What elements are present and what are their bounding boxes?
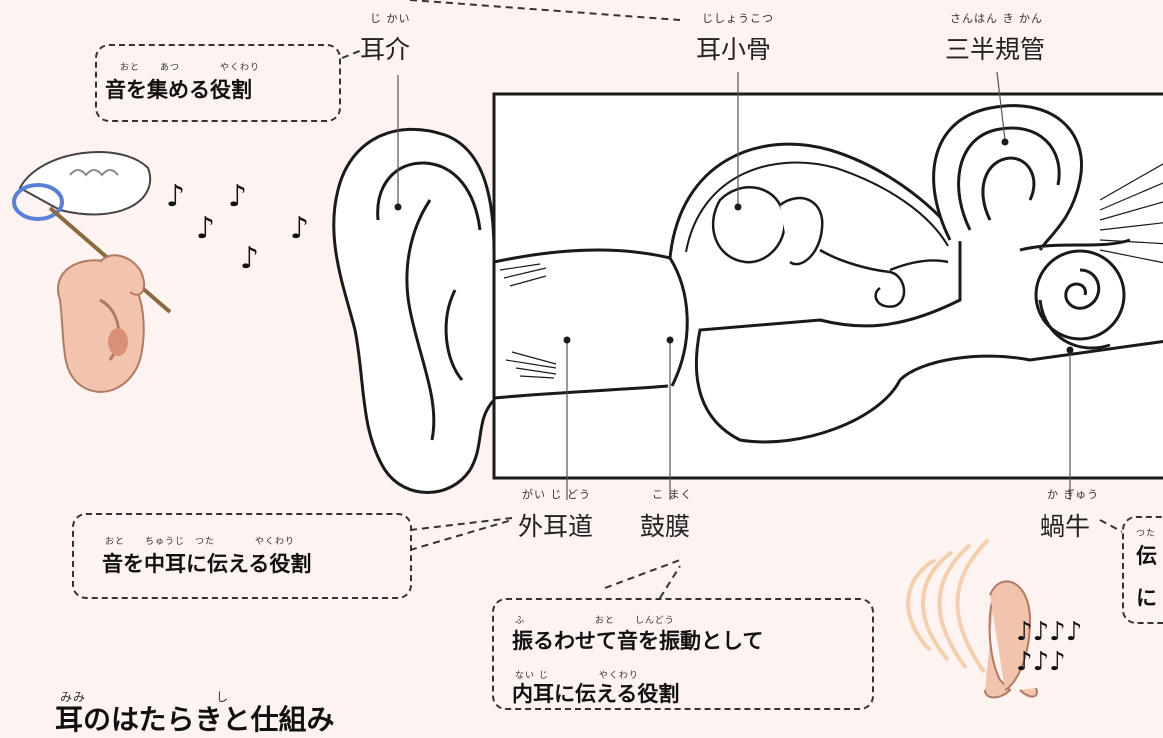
music-note-icon: ♪ ♪ ♪ ♪ ♪: [166, 179, 309, 276]
speaker-waves-icon: [906, 538, 990, 674]
svg-text:♪♪♪♪: ♪♪♪♪: [1016, 617, 1082, 647]
footer-title: 耳のはたらきと仕組み: [55, 703, 335, 736]
role-transmit-middle: 音を中耳に伝える役割: [102, 552, 312, 576]
dashed-connectors: [341, 0, 1131, 599]
svg-text:♪: ♪: [240, 241, 259, 276]
role-vibrate-line2: 内耳に伝える役割: [512, 682, 680, 706]
furigana-cut-right: つた: [1136, 529, 1157, 539]
ossicles: [711, 186, 949, 308]
ear-diagram-stage: ♪♪♪ ♪♪ ♪♪♪♪ ♪♪♪ じ かい 耳介 じしょうこつ 耳小骨 さんはん …: [12, 0, 1163, 736]
svg-text:♪: ♪: [166, 179, 185, 214]
semicircular-canals: [932, 104, 1131, 252]
pointer-lines: [397, 71, 1071, 500]
ear-anatomy-illustration: ♪♪♪ ♪♪ ♪♪♪♪ ♪♪♪: [12, 0, 1163, 699]
ear-canal-hair: [499, 263, 557, 379]
role-cut-right-line1: 伝: [1136, 544, 1157, 568]
furigana-vibrate-2: ない じ やくわり: [515, 671, 639, 681]
furigana-vibrate-1: ふ おと しんどう: [515, 616, 675, 626]
furigana-transmit: おと ちゅうじ つた やくわり: [105, 537, 296, 547]
furigana-collect: おと あつ やくわり: [120, 63, 261, 73]
ear-character-small: [984, 580, 1038, 699]
role-box-vibrate: [492, 598, 874, 710]
cochlea: [1034, 249, 1126, 350]
ear-canal: [493, 248, 671, 400]
role-collect: 音を集める役割: [105, 78, 252, 102]
role-box-transmit: [72, 513, 412, 599]
eardrum: [668, 257, 689, 387]
svg-text:♪♪♪: ♪♪♪: [1016, 647, 1066, 677]
role-box-cut-right: [1122, 516, 1163, 624]
footer-furigana: みみ し: [60, 690, 230, 704]
middle-ear-cavity: [668, 142, 1163, 444]
pointer-dots: [394, 138, 1074, 354]
pinna: [332, 127, 496, 494]
ear-character-icon: [57, 254, 146, 393]
svg-text:♪: ♪: [290, 211, 309, 246]
svg-text:♪: ♪: [196, 211, 215, 246]
svg-text:♪: ♪: [228, 179, 247, 214]
role-cut-right-line2: に: [1136, 586, 1157, 610]
music-note-icon-right: ♪♪♪♪ ♪♪♪: [1016, 617, 1082, 677]
auditory-nerve: [1099, 163, 1163, 264]
role-box-collect: [95, 44, 341, 122]
role-vibrate-line1: 振るわせて音を振動として: [512, 629, 764, 653]
